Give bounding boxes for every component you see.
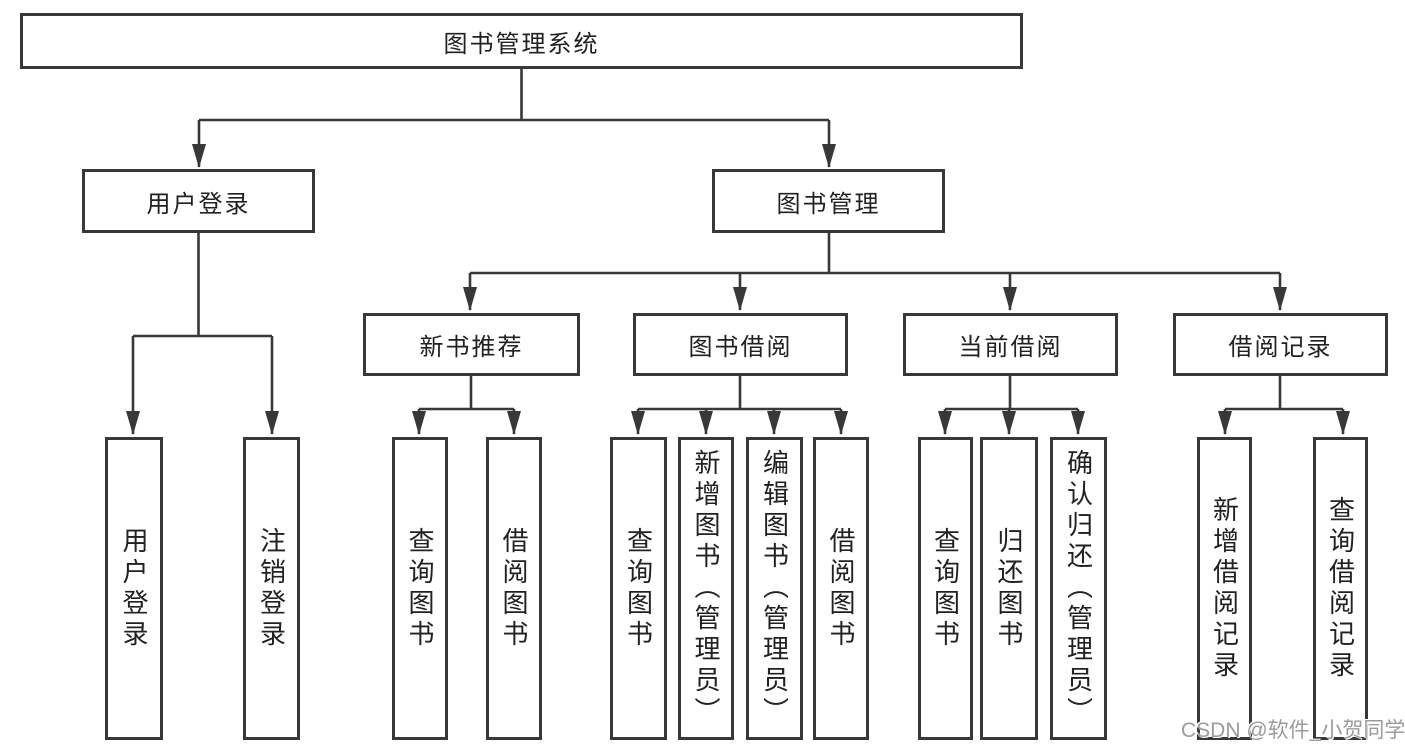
leaf-borrowing-add-admin: 新增图书（管理员） [678,437,734,740]
leaf-current-return-label: 归还图书 [994,526,1024,651]
leaf-borrowing-borrow-label: 借阅图书 [826,526,856,651]
leaf-borrowing-add-admin-label: 新增图书（管理员） [691,449,721,728]
node-user-login-label: 用户登录 [146,190,251,218]
leaf-borrowing-borrow: 借阅图书 [813,437,869,740]
leaf-records-query: 查询借阅记录 [1313,437,1368,740]
connector-arrows [126,120,1350,435]
node-book-borrowing: 图书借阅 [633,313,848,376]
node-root-library-system: 图书管理系统 [20,13,1023,69]
leaf-current-query-label: 查询图书 [930,526,961,651]
node-current-borrowing: 当前借阅 [903,313,1118,376]
leaf-user-login-label: 用户登录 [119,526,149,651]
node-new-book-recommend-label: 新书推荐 [419,334,524,361]
leaf-borrowing-query-label: 查询图书 [623,526,654,651]
leaf-borrowing-query: 查询图书 [610,437,667,740]
node-new-book-recommend: 新书推荐 [363,313,580,376]
leaf-current-return: 归还图书 [980,437,1038,740]
leaf-records-add: 新增借阅记录 [1197,437,1252,740]
leaf-logout-label: 注销登录 [256,526,287,651]
leaf-current-confirm-admin-label: 确认归还（管理员） [1063,449,1094,728]
node-book-management-label: 图书管理 [776,190,881,218]
leaf-newbooks-query-label: 查询图书 [405,526,435,651]
node-root-label: 图书管理系统 [443,30,600,58]
node-user-login: 用户登录 [82,169,315,233]
leaf-current-query: 查询图书 [918,437,973,740]
leaf-borrowing-edit-admin-label: 编辑图书（管理员） [759,449,790,728]
node-borrowing-records-label: 借阅记录 [1228,334,1333,361]
connector-trunks [133,69,1343,411]
leaf-newbooks-borrow: 借阅图书 [486,437,542,740]
leaf-records-add-label: 新增借阅记录 [1209,495,1240,682]
leaf-newbooks-borrow-label: 借阅图书 [499,526,529,651]
leaf-logout: 注销登录 [243,437,300,740]
leaf-user-login: 用户登录 [105,437,163,740]
node-book-management: 图书管理 [712,169,945,233]
leaf-current-confirm-admin: 确认归还（管理员） [1050,437,1107,740]
leaf-borrowing-edit-admin: 编辑图书（管理员） [746,437,803,740]
leaf-records-query-label: 查询借阅记录 [1325,495,1356,682]
leaf-newbooks-query: 查询图书 [392,437,448,740]
node-current-borrowing-label: 当前借阅 [958,334,1063,361]
node-borrowing-records: 借阅记录 [1173,313,1388,376]
csdn-watermark: CSDN @软件_小贺同学 [1181,719,1405,742]
node-book-borrowing-label: 图书借阅 [688,334,793,361]
